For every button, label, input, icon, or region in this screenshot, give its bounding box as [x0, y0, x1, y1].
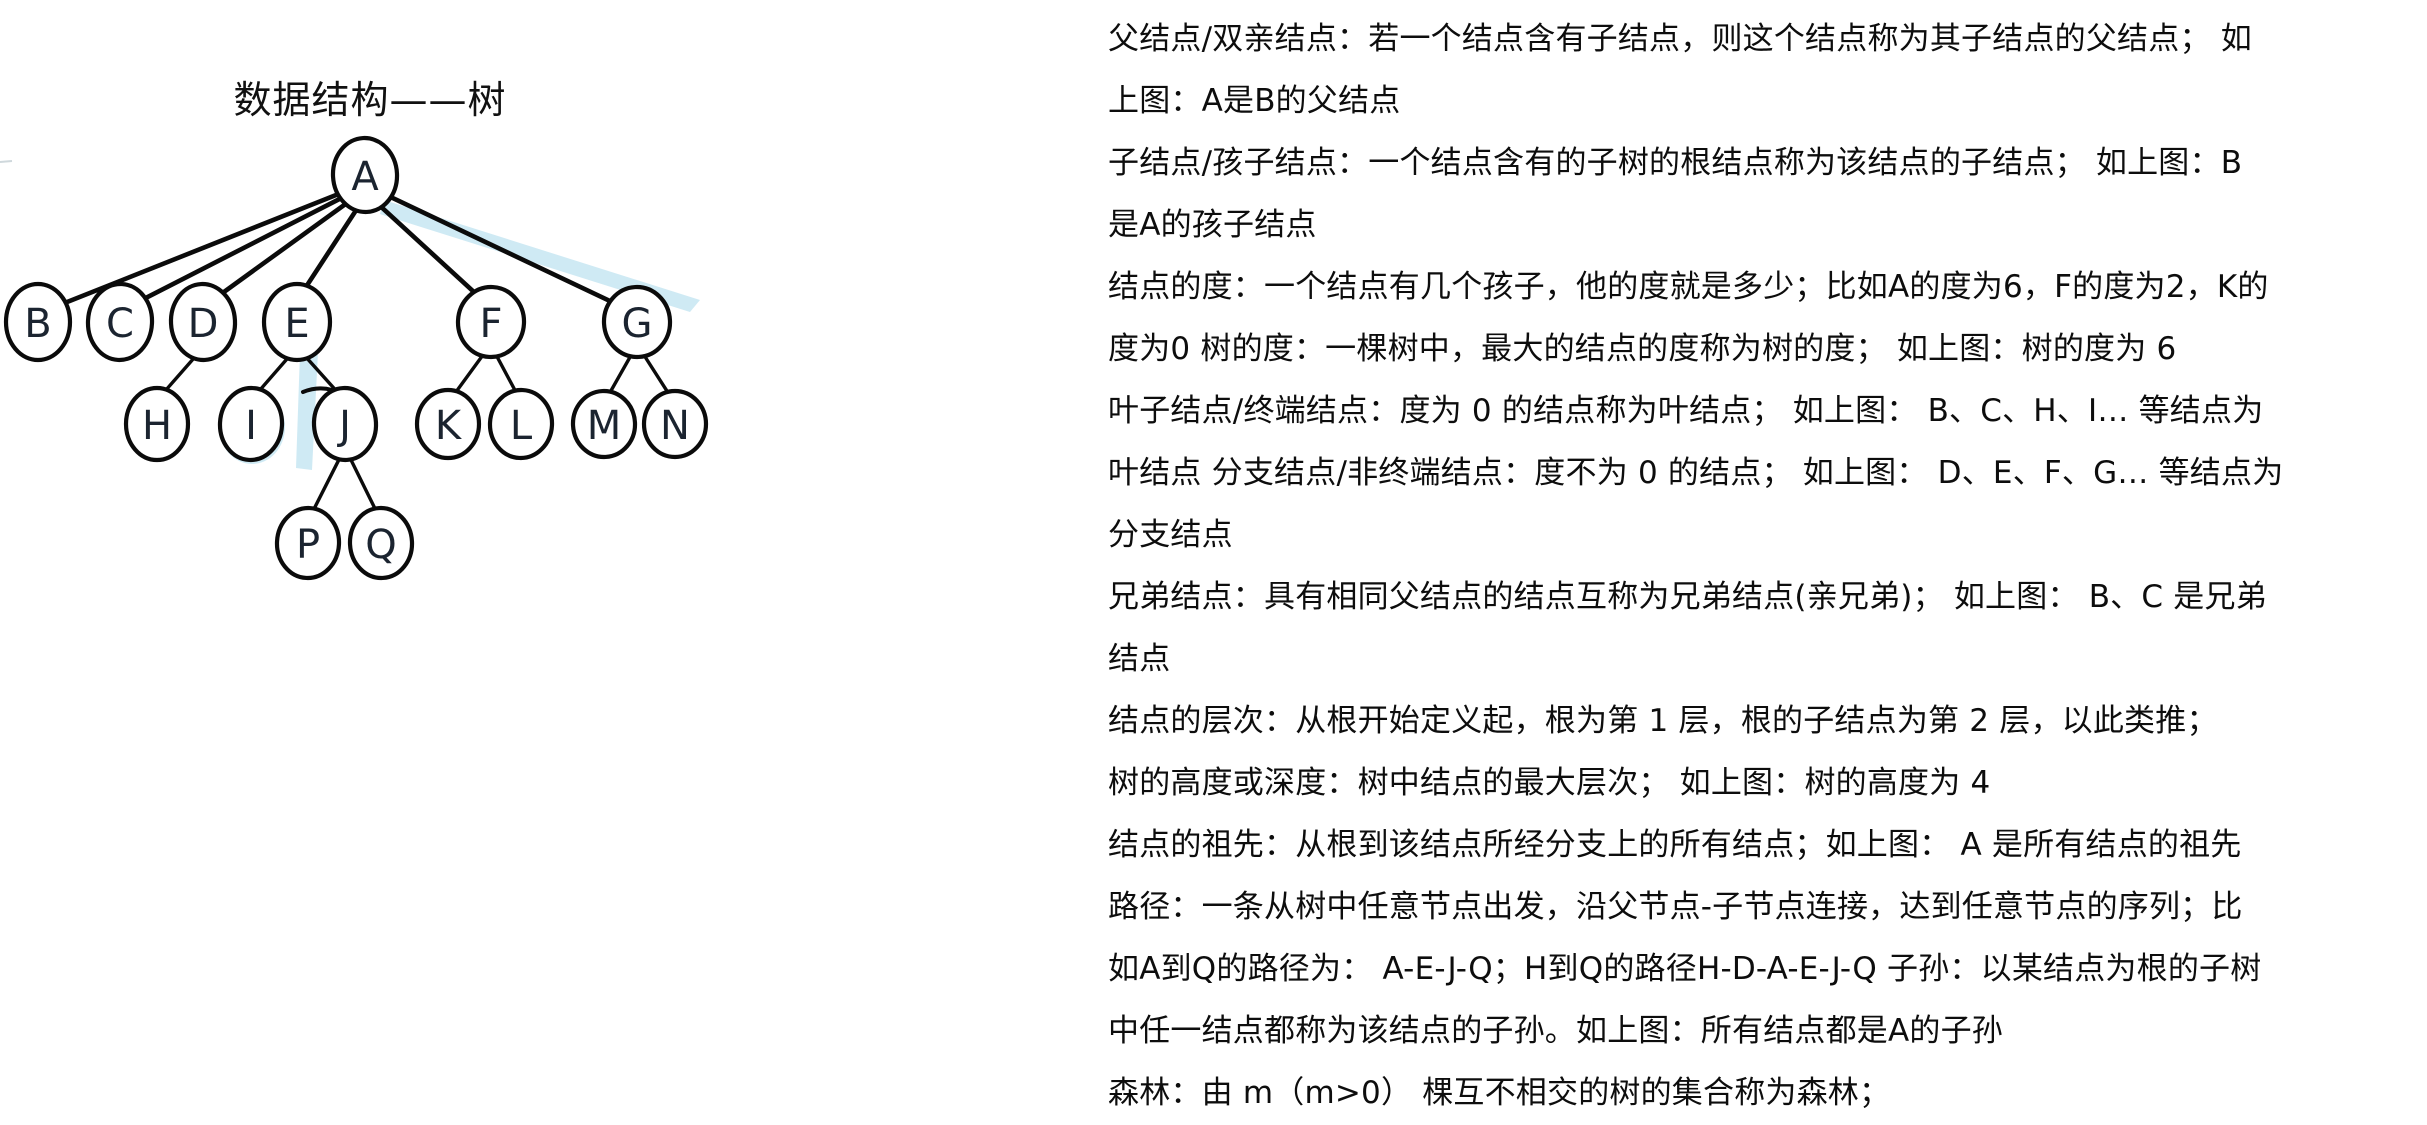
node-outline-c [85, 281, 155, 363]
tree-node-k[interactable]: K [414, 387, 482, 461]
tree-node-g[interactable]: G [601, 284, 673, 360]
node-label-b: B [24, 301, 51, 347]
note-line: 上图：A是B的父结点 [1108, 83, 1401, 119]
note-line: 度为0 树的度：一棵树中，最大的结点的度称为树的度； 如上图：树的度为 6 [1108, 331, 2177, 367]
node-outline-m [570, 388, 638, 460]
node-outline-b [3, 281, 73, 363]
tree-edge-j-p [312, 455, 342, 512]
edge-layer [53, 187, 670, 512]
tree-node-d[interactable]: D [168, 281, 238, 363]
diagram-title: 数据结构——树 [233, 78, 507, 122]
tree-node-p[interactable]: P [274, 505, 342, 581]
tree-edge-e-j [303, 353, 339, 394]
node-label-a: A [351, 154, 379, 200]
node-outline-n [641, 388, 709, 460]
tree-edge-j-q [348, 456, 378, 512]
tree-node-l[interactable]: L [487, 387, 555, 461]
note-line: 父结点/双亲结点：若一个结点含有子结点，则这个结点称为其子结点的父结点； 如 [1108, 21, 2252, 57]
tree-node-m[interactable]: M [570, 388, 638, 460]
tree-edge-a-c [134, 191, 353, 305]
tree-edge-a-d [215, 197, 355, 299]
node-label-k: K [435, 403, 463, 449]
note-line: 兄弟结点：具有相同父结点的结点互称为兄弟结点(亲兄弟)； 如上图： B、C 是兄… [1108, 579, 2267, 615]
node-outline-f [455, 284, 527, 360]
note-line: 结点 [1108, 641, 1171, 677]
tree-node-b[interactable]: B [3, 281, 73, 363]
node-outline-k [414, 387, 482, 461]
tree-node-i[interactable]: I [217, 385, 285, 463]
note-line: 叶结点 分支结点/非终端结点：度不为 0 的结点； 如上图： D、E、F、G… … [1108, 455, 2284, 491]
node-label-q: Q [365, 522, 396, 568]
node-label-i: I [245, 403, 257, 449]
node-label-c: C [106, 301, 134, 347]
tree-edge-f-l [494, 353, 518, 394]
node-outline-a [330, 135, 400, 215]
stray-pen-mark [301, 386, 334, 394]
tree-node-e[interactable]: E [261, 281, 333, 363]
node-label-j: J [336, 403, 351, 449]
tree-node-n[interactable]: N [641, 388, 709, 460]
node-label-g: G [622, 301, 653, 347]
note-line: 子结点/孩子结点：一个结点含有的子树的根结点称为该结点的子结点； 如上图：B [1108, 145, 2243, 181]
tree-node-j[interactable]: J [311, 385, 379, 463]
node-label-e: E [284, 301, 309, 347]
tree-edge-d-h [163, 354, 198, 393]
terminology-notes-panel: 父结点/双亲结点：若一个结点含有子结点，则这个结点称为其子结点的父结点； 如上图… [1108, 0, 2408, 1125]
note-line: 结点的度：一个结点有几个孩子，他的度就是多少；比如A的度为6，F的度为2，K的 [1108, 269, 2269, 305]
note-line: 结点的祖先：从根到该结点所经分支上的所有结点；如上图： A 是所有结点的祖先 [1108, 827, 2242, 863]
node-label-l: L [510, 403, 533, 449]
note-line: 树的高度或深度：树中结点的最大层次； 如上图：树的高度为 4 [1108, 765, 1991, 801]
tree-edge-a-f [374, 200, 480, 298]
node-label-n: N [660, 403, 690, 449]
scan-artifact-line [0, 160, 13, 163]
node-label-f: F [479, 301, 502, 347]
note-line: 森林：由 m（m>0） 棵互不相交的树的集合称为森林； [1108, 1075, 1891, 1111]
tree-edge-a-g [378, 189, 622, 308]
tree-node-q[interactable]: Q [347, 505, 415, 581]
tree-edge-e-i [257, 354, 292, 393]
tree-node-a[interactable]: A [330, 135, 400, 215]
node-outline-h [123, 385, 191, 463]
node-label-p: P [296, 522, 320, 568]
node-label-d: D [188, 301, 219, 347]
node-label-m: M [587, 403, 622, 449]
node-outline-p [274, 505, 342, 581]
node-label-h: H [142, 403, 172, 449]
tree-edge-f-k [453, 351, 486, 395]
node-outline-l [487, 387, 555, 461]
note-line: 分支结点 [1108, 517, 1233, 553]
node-outline-i [217, 385, 285, 463]
note-line: 叶子结点/终端结点：度为 0 的结点称为叶结点； 如上图： B、C、H、I… 等… [1108, 393, 2264, 429]
tree-node-h[interactable]: H [123, 385, 191, 463]
note-line: 路径：一条从树中任意节点出发，沿父节点-子节点连接，达到任意节点的序列；比 [1108, 889, 2243, 925]
node-outline-q [347, 505, 415, 581]
node-outline-d [168, 281, 238, 363]
node-outline-e [261, 281, 333, 363]
node-outline-g [601, 284, 673, 360]
tree-node-c[interactable]: C [85, 281, 155, 363]
tree-edge-a-e [303, 205, 360, 290]
note-line: 中任一结点都称为该结点的子孙。如上图：所有结点都是A的子孙 [1108, 1013, 2004, 1049]
tree-edge-g-m [608, 352, 634, 395]
tree-node-f[interactable]: F [455, 284, 527, 360]
note-line: 是A的孩子结点 [1108, 207, 1317, 243]
note-line: 如A到Q的路径为： A-E-J-Q；H到Q的路径H-D-A-E-J-Q 子孙：以… [1108, 951, 2262, 987]
note-line: 结点的层次：从根开始定义起，根为第 1 层，根的子结点为第 2 层，以此类推； [1108, 703, 2218, 739]
node-outline-j [311, 385, 379, 463]
tree-edge-g-n [641, 352, 670, 395]
